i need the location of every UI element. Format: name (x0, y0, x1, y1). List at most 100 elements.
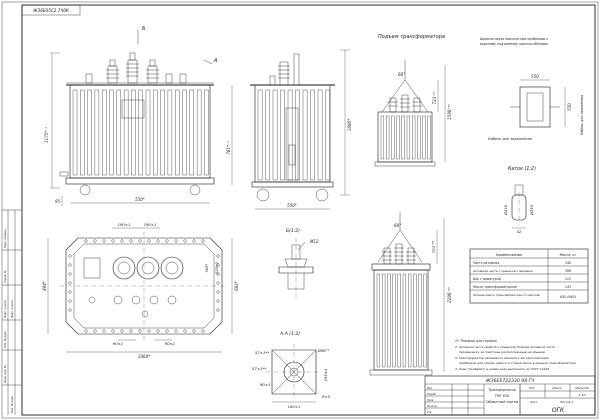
dim-label: 180±1 (288, 404, 301, 409)
dim-label: 90±1 (165, 341, 175, 346)
top-tank-outline (65, 237, 223, 335)
top-perimeter-bolts (68, 239, 220, 333)
radiator-fin (402, 273, 407, 368)
section-aa: А-А (1:2) 57±1** 57±1** Ø96⁺¹ 90±1 180±1… (252, 331, 331, 409)
product-doc-type: Габаритный чертеж (486, 400, 519, 404)
cover-bolt (93, 239, 97, 243)
scale-label: Масштаб (575, 386, 589, 390)
cover-bolt (147, 239, 151, 243)
radiator-fin (123, 89, 129, 176)
doc-number: ЖЗ6Е6722330 98 ГЧ (485, 378, 536, 384)
dim-label: 550 (531, 74, 539, 79)
lift-view: Подъем трансформатора 60° 1598⁺²⁰ 723⁺²⁰ (374, 34, 452, 167)
dim-label: 1598⁺²⁰ (447, 104, 452, 120)
radiator-fin (408, 273, 412, 368)
title-row-label: Изм. (427, 387, 433, 390)
roller-title: Каток (1:2) (508, 166, 536, 172)
radiator-fin (272, 89, 278, 181)
radiator-fin (422, 115, 426, 160)
cable-note: Кабель для заземления (488, 137, 532, 141)
radiator-fin (325, 89, 330, 181)
radiator-fin (153, 89, 158, 176)
cover-bolt (216, 308, 220, 312)
radiator-fin (109, 89, 114, 176)
scale-value: 1:10 (579, 393, 586, 397)
radiator-fin (138, 89, 143, 176)
cover-bolt (156, 239, 160, 243)
radiator-fin (87, 89, 92, 176)
product-name: Трансформатор (488, 388, 516, 392)
cover-bolt (165, 329, 169, 333)
dim-label: 195±1 (323, 369, 328, 382)
sheets-label: Листов 1 (559, 400, 573, 404)
cover-bolt (68, 308, 72, 312)
radiator-fin (295, 89, 300, 181)
dim-label: 494* (42, 281, 47, 291)
cover-bolt (183, 329, 187, 333)
left-strip: Перв. примен. Справ. № Подп. и дата Инв.… (2, 209, 22, 415)
radiator-fin (287, 89, 293, 181)
lower-right-transformer: 60° 2286⁺²⁰ 723⁺²⁰ (369, 212, 452, 376)
cover-bolt (68, 254, 72, 258)
radiator-fin (380, 115, 385, 160)
cover-bolt (111, 329, 115, 333)
dim-label: 1080* (347, 119, 352, 131)
front-base (65, 177, 215, 185)
cover-bolt (216, 272, 220, 276)
cover-bolt (120, 239, 124, 243)
code-stamp: ЖЗ6Е05С2.7Ч0К (32, 8, 70, 13)
angle-label: 60° (394, 223, 401, 228)
radiator-fin (131, 89, 136, 176)
radiator-fin (196, 89, 202, 176)
mass-table-cell: 630 (640) (560, 295, 576, 299)
cover-bolt (84, 329, 88, 333)
mass-table-header: Наименование (496, 253, 522, 257)
cover-bolt (68, 263, 72, 267)
dim-label: 692* (234, 281, 239, 291)
dim-label: 2286⁺²⁰ (447, 287, 452, 303)
cover-bolt (216, 281, 220, 285)
dim-label: 723⁺²⁰ (431, 240, 436, 253)
notes: 1*. Размеры для справок 2. Активная част… (455, 339, 576, 371)
cover-bolt (102, 329, 106, 333)
dim-label: 550* (287, 203, 297, 208)
dim-label: 125±2 (215, 261, 219, 274)
section-aa-label: А-А (1:2) (279, 331, 300, 337)
radiator-fin (310, 89, 315, 181)
note-line: 2. Активная часть (вместе с крышкой) Под… (455, 345, 555, 349)
title-row-label: Разраб. (427, 393, 437, 396)
dim-label: 90±1 (113, 341, 123, 346)
radiator-fin (102, 89, 107, 176)
mass-table-cell: 143 (565, 285, 571, 289)
roller (256, 188, 270, 202)
view-a-label: A (213, 58, 218, 64)
cover-bolt (68, 281, 72, 285)
radiator-fin (189, 89, 194, 176)
dim-label: 42 (517, 229, 522, 234)
lift-title: Подъем трансформатора (378, 34, 445, 40)
radiator-fin (382, 273, 386, 368)
mass-table-cell: 340 (565, 261, 571, 265)
dim-label: 90±1 (260, 382, 270, 387)
note-line: 3. Трансформатор заливается заводом с ав… (455, 356, 549, 360)
dim-label: 95 (55, 199, 61, 204)
dim-label: Ø130 (503, 204, 508, 216)
dim-label: 57±1** (252, 366, 266, 371)
mass-table-header: Масса, кг (560, 253, 577, 257)
hv-bushing-top (112, 256, 136, 280)
dim-label: 1064* (138, 354, 150, 359)
radiator-fin (167, 89, 173, 176)
dim-label: 57±1** (255, 350, 269, 355)
radiator-fin (257, 89, 263, 181)
cover-bolt (216, 299, 220, 303)
radiator-fin (204, 89, 209, 176)
cover-bolt (201, 239, 205, 243)
radiator-fin (392, 273, 396, 368)
side-view: 1080* 550* (250, 49, 352, 210)
strip-label: Подп. и дата (3, 300, 7, 318)
top-view: 190±1 190±1 1064* 90±1 90±1 494* 692* 30… (42, 222, 239, 359)
radiator-fin (396, 115, 400, 160)
dim-label: 190±1 (144, 222, 157, 227)
radiator-fin (94, 89, 100, 176)
dim-label: 8±5 (322, 394, 331, 399)
